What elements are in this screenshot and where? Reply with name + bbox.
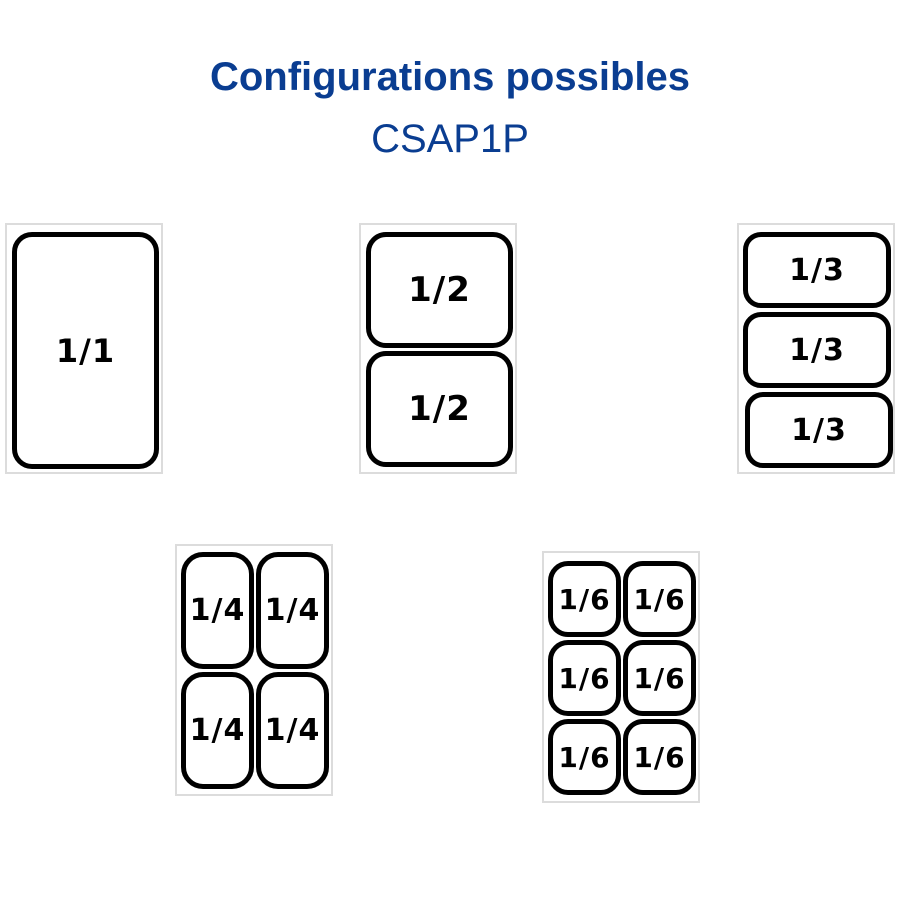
pan-1-6-r3-left: 1/6	[548, 719, 621, 795]
pan-1-3-middle: 1/3	[743, 312, 891, 388]
tray-quarters: 1/4 1/4 1/4 1/4	[175, 544, 333, 796]
tray-thirds: 1/3 1/3 1/3	[737, 223, 895, 474]
pan-1-6-r1-right: 1/6	[623, 561, 696, 637]
pan-1-6-r1-left: 1/6	[548, 561, 621, 637]
pan-1-3-bottom: 1/3	[745, 392, 893, 468]
pan-1-2-bottom: 1/2	[366, 351, 513, 467]
pan-1-6-r2-left: 1/6	[548, 640, 621, 716]
pan-1-1: 1/1	[12, 232, 159, 469]
model-subtitle: CSAP1P	[371, 117, 529, 161]
pan-1-6-r2-right: 1/6	[623, 640, 696, 716]
pan-1-4-bottom-right: 1/4	[256, 672, 329, 789]
pan-1-4-bottom-left: 1/4	[181, 672, 254, 789]
pan-1-6-r3-right: 1/6	[623, 719, 696, 795]
tray-halves: 1/2 1/2	[359, 223, 517, 474]
tray-full-size: 1/1	[5, 223, 163, 474]
tray-sixths: 1/6 1/6 1/6 1/6 1/6 1/6	[542, 551, 700, 803]
pan-1-2-top: 1/2	[366, 232, 513, 348]
pan-1-3-top: 1/3	[743, 232, 891, 308]
pan-1-4-top-left: 1/4	[181, 552, 254, 669]
pan-1-4-top-right: 1/4	[256, 552, 329, 669]
page-title: Configurations possibles	[209, 55, 691, 99]
